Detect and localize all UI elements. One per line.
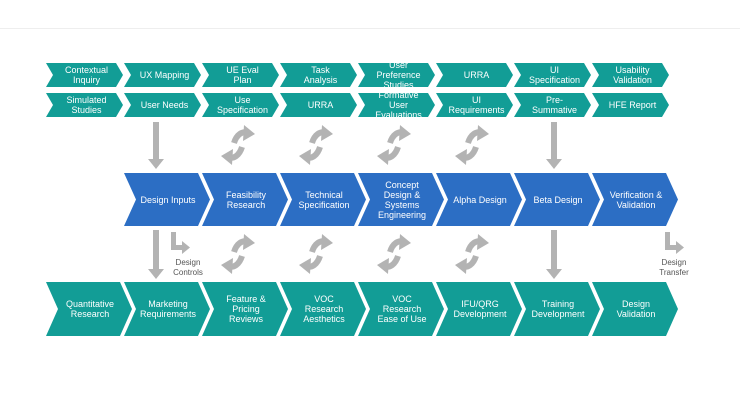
- step-design-validation: Design Validation: [592, 282, 678, 336]
- step-usability-validation: Usability Validation: [592, 63, 669, 87]
- design-transfer-elbow-arrow: [665, 232, 684, 254]
- step-voc-research-aesthetics: VOC Research Aesthetics: [280, 282, 366, 336]
- cycle-arrow-upper-technical: [299, 125, 333, 165]
- down-arrow-beta-design: [546, 122, 562, 169]
- step-ue-eval-plan: UE Eval Plan: [202, 63, 279, 87]
- step-ifu-qrg-development: IFU/QRG Development: [436, 282, 522, 336]
- step-feature-pricing-reviews: Feature & Pricing Reviews: [202, 282, 288, 336]
- stage-technical-specification: Technical Specification: [280, 173, 366, 226]
- step-simulated-studies: Simulated Studies: [46, 93, 123, 117]
- cycle-arrow-upper-feasibility: [221, 125, 255, 165]
- step-contextual-inquiry: Contextual Inquiry: [46, 63, 123, 87]
- down-arrow-design-inputs: [148, 122, 164, 169]
- step-ui-specification: UI Specification: [514, 63, 591, 87]
- stage-design-inputs: Design Inputs: [124, 173, 210, 226]
- step-formative-user-evaluations: Formative User Evaluations: [358, 93, 435, 117]
- step-hfe-report: HFE Report: [592, 93, 669, 117]
- stage-feasibility-research: Feasibility Research: [202, 173, 288, 226]
- step-urra-top: URRA: [436, 63, 513, 87]
- step-training-development: Training Development: [514, 282, 600, 336]
- cycle-arrow-lower-concept: [377, 234, 411, 274]
- cycle-arrow-lower-alpha: [455, 234, 489, 274]
- cycle-arrow-lower-technical: [299, 234, 333, 274]
- down-arrow-lower-beta: [546, 230, 562, 279]
- step-ui-requirements: UI Requirements: [436, 93, 513, 117]
- step-voc-research-ease-of-use: VOC Research Ease of Use: [358, 282, 444, 336]
- cycle-arrow-lower-feasibility: [221, 234, 255, 274]
- stage-verification-validation: Verification & Validation: [592, 173, 678, 226]
- design-controls-label: Design Controls: [173, 258, 203, 277]
- step-ux-mapping: UX Mapping: [124, 63, 201, 87]
- step-urra: URRA: [280, 93, 357, 117]
- step-user-needs: User Needs: [124, 93, 201, 117]
- cycle-arrow-upper-concept: [377, 125, 411, 165]
- step-use-specification: Use Specification: [202, 93, 279, 117]
- stage-alpha-design: Alpha Design: [436, 173, 522, 226]
- step-marketing-requirements: Marketing Requirements: [124, 282, 210, 336]
- step-pre-summative: Pre-Summative: [514, 93, 591, 117]
- design-controls-elbow-arrow: [171, 232, 190, 254]
- stage-beta-design: Beta Design: [514, 173, 600, 226]
- step-user-preference-studies: User Preference Studies: [358, 63, 435, 87]
- step-task-analysis: Task Analysis: [280, 63, 357, 87]
- design-transfer-label: Design Transfer: [659, 258, 689, 277]
- down-arrow-lower-design-inputs: [148, 230, 164, 279]
- cycle-arrow-upper-alpha: [455, 125, 489, 165]
- step-quantitative-research: Quantitative Research: [46, 282, 132, 336]
- stage-concept-design: Concept Design & Systems Engineering: [358, 173, 444, 226]
- top-divider: [0, 28, 740, 29]
